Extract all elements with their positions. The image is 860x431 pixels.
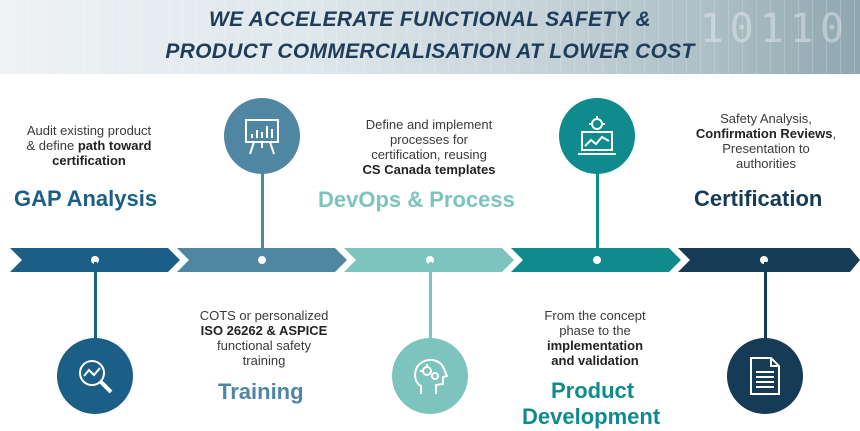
laptop-gear-icon (574, 114, 620, 158)
training-stem (261, 170, 264, 262)
certification-stem (764, 262, 767, 344)
presentation-board-icon (240, 114, 284, 158)
timeline-dot-1 (91, 256, 99, 264)
banner-texture (0, 0, 860, 74)
product-development-heading-line-1: Product (551, 378, 635, 403)
devops-process-heading: DevOps & Process (318, 187, 515, 212)
gap-analysis-stem (94, 262, 97, 344)
page-title-line-1: WE ACCELERATE FUNCTIONAL SAFETY & (209, 8, 651, 31)
product-development-stem (596, 170, 599, 262)
document-icon (745, 354, 785, 398)
page-title-line-2: PRODUCT COMMERCIALISATION AT LOWER COST (165, 40, 695, 63)
devops-process-description: Define and implement processes for certi… (362, 117, 496, 177)
devops-process-stem (429, 262, 432, 344)
banner-background-digits: 10110 (699, 6, 850, 52)
certification-description: Safety Analysis, Confirmation Reviews, P… (695, 111, 837, 171)
devops-process-icon-circle (392, 338, 468, 414)
timeline-dot-2 (258, 256, 266, 264)
gear-head-icon (407, 354, 453, 398)
training-heading: Training (218, 379, 304, 404)
timeline-dot-3 (426, 256, 434, 264)
header-banner: 10110 WE ACCELERATE FUNCTIONAL SAFETY & … (0, 0, 860, 74)
gap-analysis-heading: GAP Analysis (14, 186, 158, 211)
gap-analysis-description: Audit existing product & define path tow… (26, 123, 152, 168)
timeline-arrow (10, 248, 860, 272)
product-development-icon-circle (559, 98, 635, 174)
gap-analysis-icon-circle (57, 338, 133, 414)
training-description: COTS or personalized ISO 26262 & ASPICE … (199, 308, 329, 368)
magnifier-chart-icon (73, 354, 117, 398)
product-development-description: From the concept phase to the implementa… (544, 308, 646, 368)
certification-icon-circle (727, 338, 803, 414)
product-development-heading-line-2: Development (522, 404, 661, 429)
timeline-dot-4 (593, 256, 601, 264)
chevron-certification (678, 248, 860, 272)
training-icon-circle (224, 98, 300, 174)
certification-heading: Certification (694, 186, 823, 211)
